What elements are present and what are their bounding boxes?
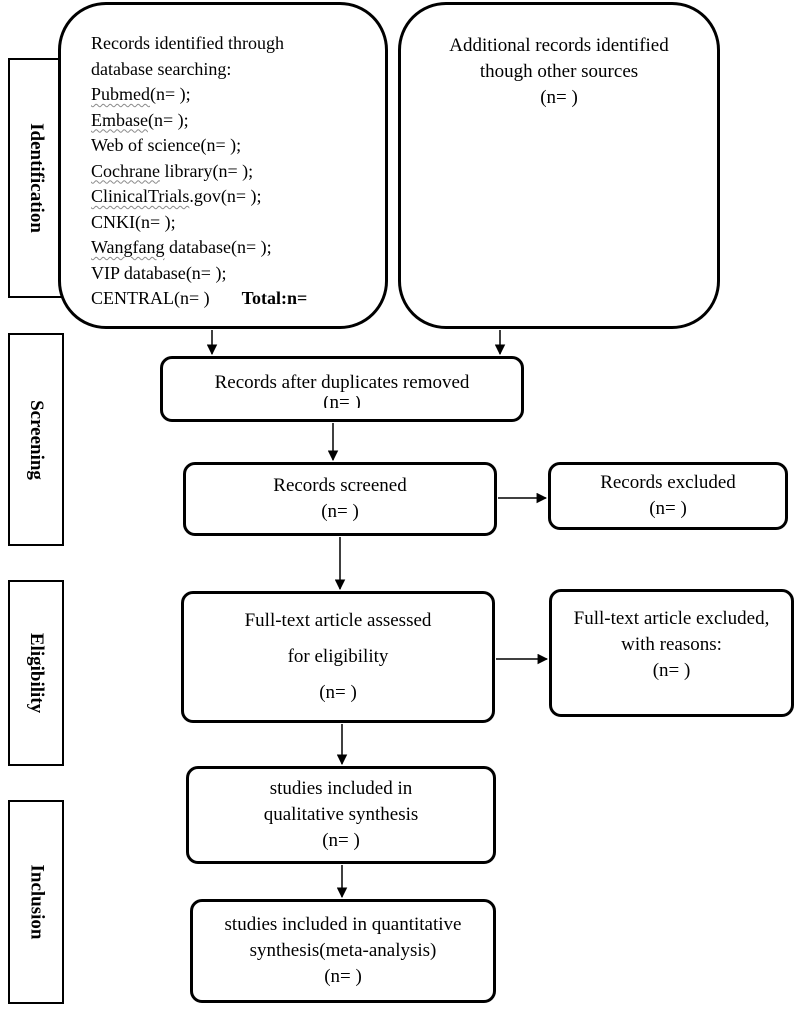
- quantitative-line-2: synthesis(meta-analysis): [249, 940, 437, 961]
- fulltext-excluded-line-2: with reasons:: [621, 634, 722, 655]
- phase-screening-label: Screening: [26, 399, 47, 480]
- qualitative-count: (n= ): [322, 830, 360, 851]
- quantitative-synthesis-box: studies included in quantitative synthes…: [190, 899, 496, 1003]
- database-count: (n= );: [185, 262, 227, 283]
- records-excluded-box: Records excluded (n= ): [548, 462, 788, 530]
- database-name: ClinicalTrials: [91, 186, 190, 206]
- database-search-box: Records identified through database sear…: [58, 2, 388, 329]
- qualitative-line-2: qualitative synthesis: [263, 804, 419, 825]
- database-count: .gov(n= );: [189, 186, 262, 206]
- database-name: Pubmed: [91, 84, 151, 104]
- fulltext-excluded-line-1: Full-text article excluded,: [573, 608, 770, 629]
- records-screened-count: (n= ): [321, 501, 359, 522]
- qualitative-line-1: studies included in: [269, 778, 413, 799]
- database-item-pubmed: Pubmed(n= );: [91, 82, 307, 108]
- other-sources-line-1: Additional records identified: [449, 35, 669, 56]
- other-sources-text: Additional records identified though oth…: [401, 33, 717, 111]
- database-name: Embase: [91, 109, 148, 130]
- database-item-central: CENTRAL(n= ) Total:n=: [91, 286, 307, 312]
- database-list: Records identified through database sear…: [91, 31, 307, 312]
- phase-inclusion: Inclusion: [8, 800, 64, 1004]
- database-count: (n= );: [135, 211, 176, 232]
- phase-eligibility: Eligibility: [8, 580, 64, 766]
- records-screened-box: Records screened (n= ): [183, 462, 497, 536]
- quantitative-count: (n= ): [324, 966, 362, 987]
- database-name: CNKI: [91, 211, 135, 232]
- database-count: database(n= );: [164, 237, 272, 257]
- records-excluded-label: Records excluded: [600, 472, 736, 493]
- records-excluded-count: (n= ): [649, 498, 687, 519]
- database-name: Wangfang: [91, 237, 165, 257]
- database-count: library(n= );: [159, 160, 254, 181]
- database-count: (n= );: [150, 84, 191, 104]
- database-item-web-of-science: Web of science(n= );: [91, 133, 307, 159]
- fulltext-assessed-box: Full-text article assessed for eligibili…: [181, 591, 495, 723]
- duplicates-removed-count: (n= ): [323, 396, 361, 408]
- fulltext-excluded-box: Full-text article excluded, with reasons…: [549, 589, 794, 717]
- other-sources-box: Additional records identified though oth…: [398, 2, 720, 329]
- database-search-heading-1: Records identified through: [91, 33, 284, 53]
- database-item-wangfang: Wangfang database(n= );: [91, 235, 307, 261]
- qualitative-synthesis-box: studies included in qualitative synthesi…: [186, 766, 496, 864]
- quantitative-line-1: studies included in quantitative: [224, 914, 462, 935]
- database-name: Web of science: [91, 135, 201, 155]
- database-name: CENTRAL: [91, 288, 174, 308]
- fulltext-assessed-count: (n= ): [319, 682, 357, 703]
- database-item-cochrane: Cochrane library(n= );: [91, 159, 307, 185]
- total-label: Total:n=: [241, 288, 308, 308]
- records-screened-label: Records screened: [273, 475, 407, 496]
- database-name: VIP database: [91, 262, 186, 283]
- fulltext-assessed-line-2: for eligibility: [287, 646, 389, 667]
- database-item-vip: VIP database(n= );: [91, 261, 307, 287]
- other-sources-count: (n= ): [540, 87, 578, 108]
- database-count: (n= ): [174, 288, 210, 308]
- fulltext-excluded-count: (n= ): [652, 660, 691, 681]
- phase-identification: Identification: [8, 58, 64, 298]
- database-item-clinicaltrials: ClinicalTrials.gov(n= );: [91, 184, 307, 210]
- phase-identification-label: Identification: [26, 123, 47, 233]
- phase-inclusion-label: Inclusion: [26, 864, 48, 940]
- database-count: (n= );: [200, 135, 242, 155]
- other-sources-line-2: though other sources: [479, 61, 639, 82]
- fulltext-assessed-line-1: Full-text article assessed: [244, 610, 432, 631]
- phase-eligibility-label: Eligibility: [26, 632, 47, 714]
- duplicates-removed-box: Records after duplicates removed (n= ): [160, 356, 524, 422]
- database-search-heading-2: database searching:: [91, 58, 232, 79]
- database-item-embase: Embase(n= );: [91, 108, 307, 134]
- phase-screening: Screening: [8, 333, 64, 546]
- database-count: (n= );: [147, 109, 189, 130]
- database-name: Cochrane: [91, 160, 160, 181]
- duplicates-removed-label: Records after duplicates removed: [214, 372, 470, 393]
- database-item-cnki: CNKI(n= );: [91, 210, 307, 236]
